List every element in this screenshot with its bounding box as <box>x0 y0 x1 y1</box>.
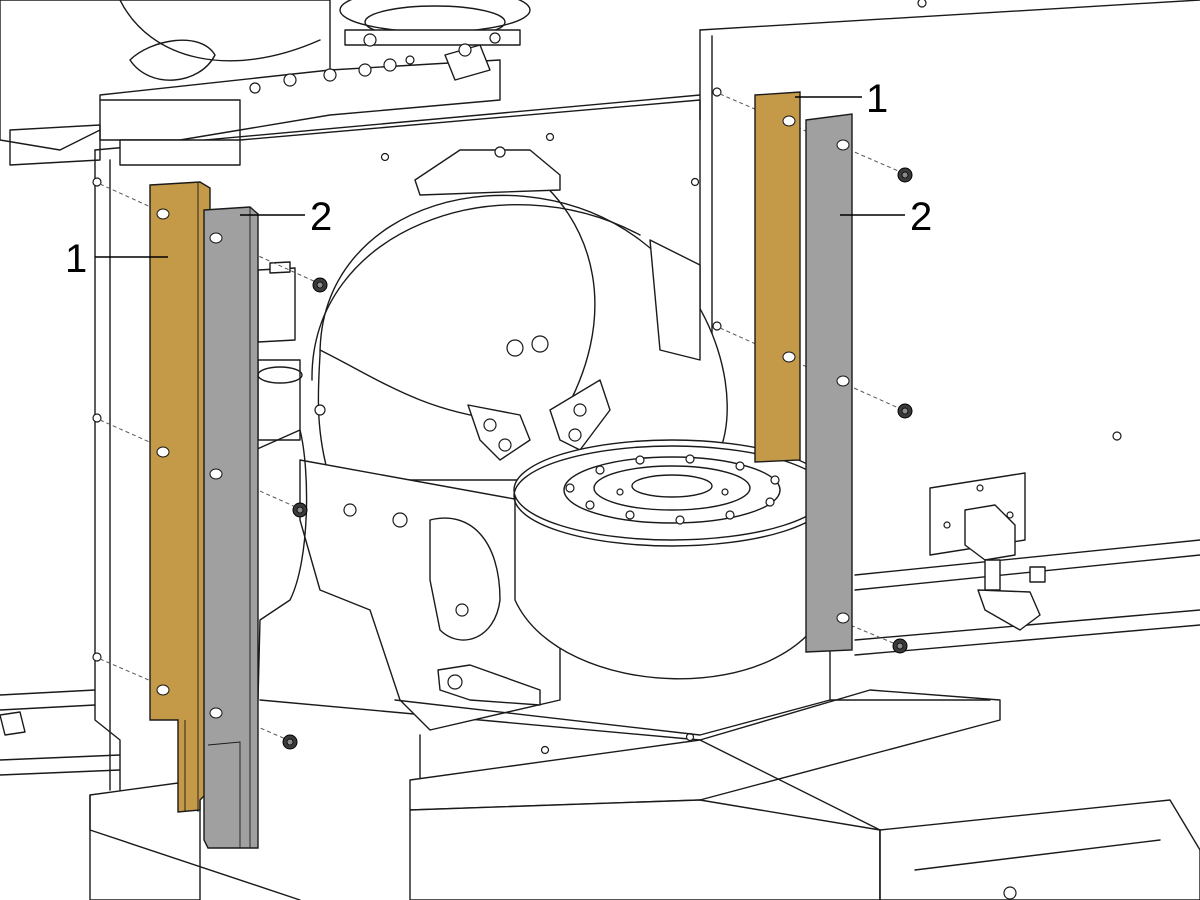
callout-left-1: 1 <box>65 237 87 281</box>
wall-hole <box>540 745 550 755</box>
mounting-screws <box>282 167 913 750</box>
wall-hole <box>545 132 555 142</box>
part-1-gold-strip <box>149 181 211 813</box>
left-part-2-strip <box>203 206 259 849</box>
rotary-table <box>513 439 831 680</box>
wall-hole <box>92 413 102 423</box>
callout-left-2: 2 <box>310 195 332 239</box>
right-part-1-strip <box>754 91 801 463</box>
spindle-housing <box>0 0 531 166</box>
part-2-gray-strip <box>805 113 853 653</box>
screw-icon <box>897 167 913 183</box>
wall-hole <box>92 652 102 662</box>
screw-icon <box>292 502 308 518</box>
wall-hole <box>92 177 102 187</box>
air-fitting <box>0 472 1046 736</box>
left-part-1-strip <box>149 181 211 813</box>
wall-hole <box>712 321 722 331</box>
callout-right-1: 1 <box>866 77 888 121</box>
part-1-gold-strip <box>754 91 801 463</box>
screw-icon <box>892 638 908 654</box>
callout-leaders <box>95 96 905 258</box>
trunnion-body <box>299 146 831 900</box>
screw-icon <box>282 734 298 750</box>
saddle-covers <box>89 639 1200 900</box>
callout-right-2: 2 <box>910 195 932 239</box>
wall-hole <box>380 152 390 162</box>
right-part-2-strip <box>805 113 853 653</box>
side-actuator <box>254 261 308 701</box>
wall-hole <box>690 177 700 187</box>
wall-hole <box>712 87 722 97</box>
screw-icon <box>312 277 328 293</box>
wall-hole <box>1112 431 1122 441</box>
part-2-gray-strip <box>203 206 259 849</box>
wall-hole <box>917 0 927 8</box>
screw-icon <box>897 403 913 419</box>
